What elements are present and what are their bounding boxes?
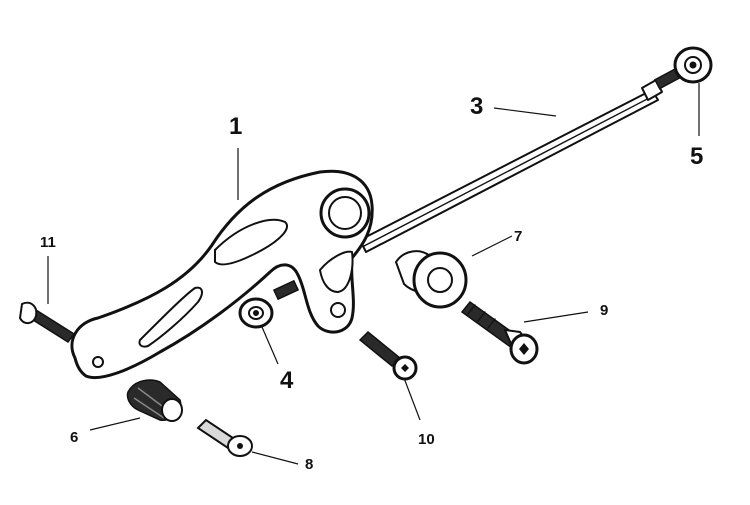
leader-lines — [47, 83, 700, 465]
callout-1: 1 — [229, 113, 242, 140]
callout-8: 8 — [305, 456, 313, 473]
part-11-screw — [19, 301, 76, 344]
callout-9: 9 — [600, 302, 608, 319]
part-8-pin — [196, 418, 253, 457]
callout-10: 10 — [418, 431, 435, 448]
part-3-shift-rod — [359, 79, 663, 253]
callout-3: 3 — [470, 93, 483, 120]
part-4-ball-joint — [238, 279, 300, 329]
part-6-rubber-peg — [126, 379, 183, 422]
callout-6: 6 — [70, 429, 78, 446]
part-10-bolt — [358, 330, 418, 381]
part-1-lever — [70, 169, 374, 380]
callout-5: 5 — [690, 143, 703, 170]
callout-4: 4 — [280, 367, 294, 394]
part-7-bushing — [395, 250, 468, 309]
part-9-bolt — [460, 300, 539, 365]
callout-11: 11 — [40, 234, 56, 251]
callout-7: 7 — [514, 228, 522, 245]
part-5-rod-end — [653, 46, 713, 90]
